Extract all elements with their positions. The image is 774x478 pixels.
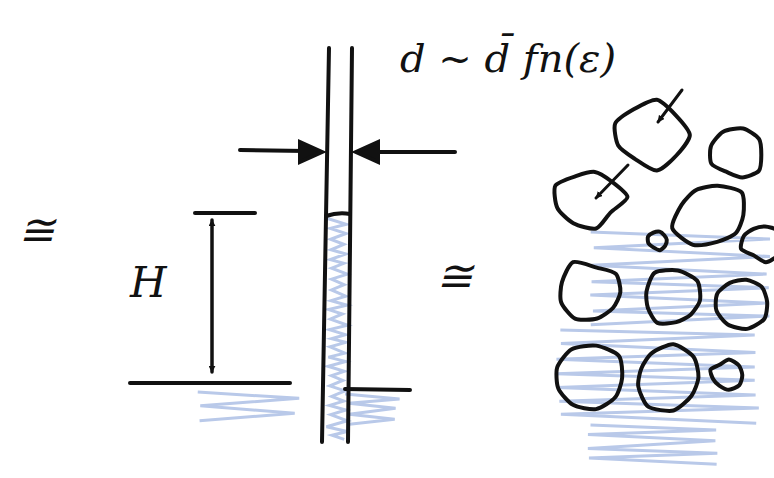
ink-lines: [130, 48, 682, 442]
grain-outline: [710, 128, 761, 177]
tube-wall: [322, 48, 329, 442]
porous-grains: [554, 100, 774, 411]
arrowhead: [300, 142, 322, 162]
dimension-line: [240, 150, 306, 151]
grain-outline: [554, 172, 627, 229]
approx-symbol: ≅: [436, 254, 473, 298]
tube-wall: [348, 48, 352, 442]
grain-outline: [710, 360, 742, 390]
grain-outline: [648, 232, 667, 251]
ground-line: [345, 389, 410, 390]
grain-outline: [716, 280, 768, 329]
grain-outline: [638, 344, 698, 411]
arrowhead: [356, 142, 378, 162]
water-hatching: [326, 218, 348, 439]
dimension-line: [378, 150, 455, 154]
meniscus: [326, 213, 350, 216]
grain-outline: [615, 100, 690, 171]
grain-outline: [672, 186, 744, 245]
ground-line: [130, 381, 290, 385]
water-hatching: [198, 218, 770, 464]
grain-outline: [560, 262, 620, 320]
grain-outline: [646, 270, 700, 324]
grain-outline: [556, 345, 622, 409]
water-hatching: [198, 392, 299, 421]
height-arrow: [210, 220, 214, 372]
formula-label: d ~ d̄ fn(ε): [400, 38, 616, 78]
water-hatching: [345, 394, 399, 424]
water-hatching: [588, 425, 717, 464]
dimension-label: H: [130, 262, 167, 304]
water-hatching: [556, 330, 758, 423]
dimension-tick: [195, 211, 255, 215]
approx-symbol: ≅: [18, 208, 55, 252]
grain-outline: [741, 227, 774, 263]
